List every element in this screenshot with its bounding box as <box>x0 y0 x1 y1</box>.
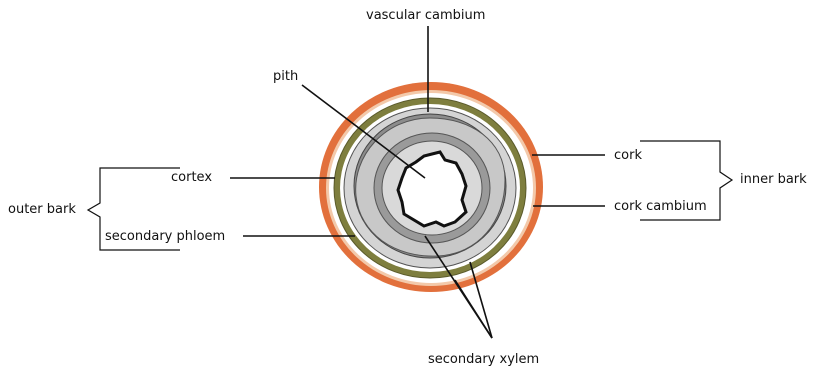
secondary-phloem-label: secondary phloem <box>105 229 225 245</box>
secondary-xylem-label: secondary xylem <box>428 352 539 368</box>
stem-cross-section <box>319 82 543 292</box>
pith-label: pith <box>273 69 298 85</box>
vascular-cambium-label: vascular cambium <box>366 8 485 24</box>
inner-bark-label: inner bark <box>740 172 807 188</box>
cortex-label: cortex <box>171 170 212 186</box>
cork-cambium-label: cork cambium <box>614 199 707 215</box>
outer-bark-label: outer bark <box>8 202 76 218</box>
cork-label: cork <box>614 148 642 164</box>
